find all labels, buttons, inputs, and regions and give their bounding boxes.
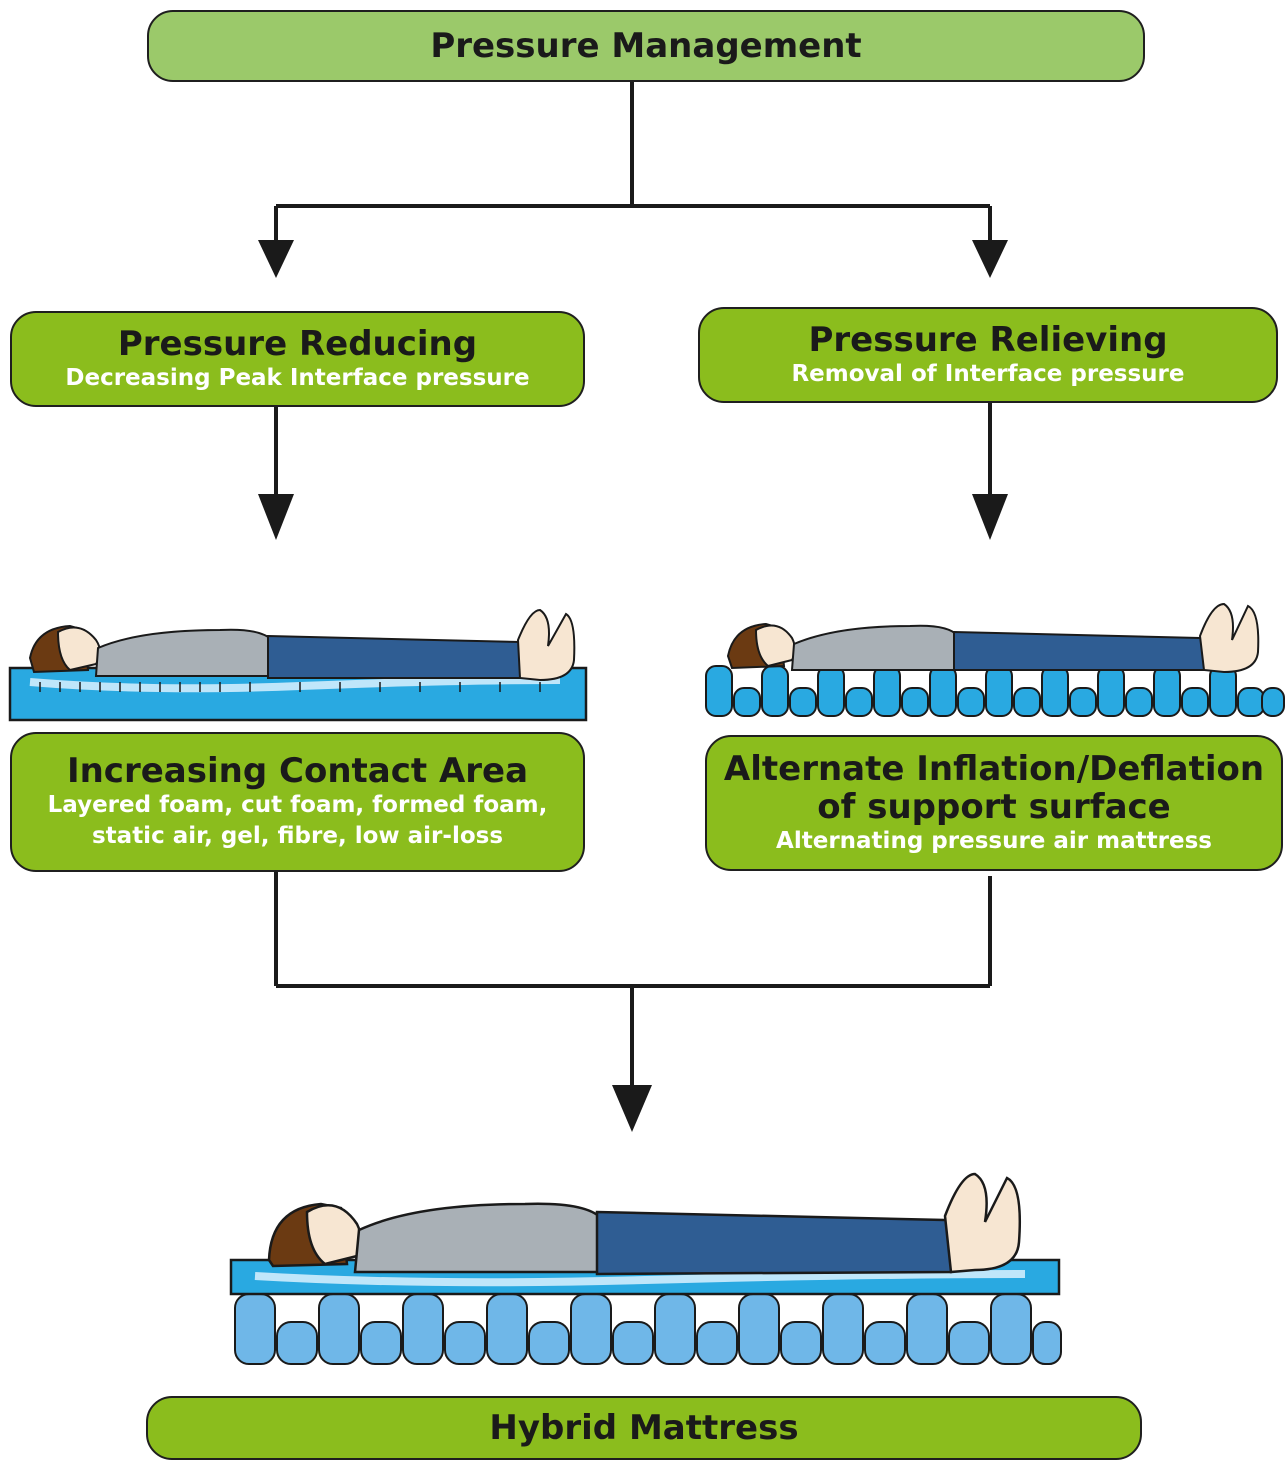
node-subtitle-line-2: static air, gel, fibre, low air-loss [91, 823, 504, 849]
arrow-head [972, 240, 1008, 278]
node-title: Pressure Relieving [808, 319, 1168, 360]
node-pressure-relieving: Pressure Relieving Removal of Interface … [698, 307, 1278, 403]
arrow-head [612, 1085, 652, 1132]
arrow-head [972, 494, 1008, 540]
person-on-hybrid-mattress-illustration [229, 1172, 1062, 1365]
node-subtitle: Decreasing Peak Interface pressure [65, 364, 530, 391]
arrow-head [258, 240, 294, 278]
person-on-alternating-air-mattress-illustration [705, 602, 1285, 717]
node-title: Pressure Reducing [117, 323, 478, 364]
node-subtitle: Alternating pressure air mattress [776, 827, 1212, 854]
node-title: Increasing Contact Area [66, 751, 529, 791]
node-title-line-1: Alternate Inflation/Deflation [723, 748, 1265, 789]
node-title: Hybrid Mattress [489, 1408, 799, 1448]
arrow-head [258, 494, 294, 540]
person-on-foam-mattress-illustration [8, 608, 588, 722]
node-alternate-inflation: Alternate Inflation/Deflation of support… [705, 735, 1283, 871]
node-subtitle-line-1: Layered foam, cut foam, formed foam, [47, 792, 548, 818]
node-title: Pressure Management [430, 26, 862, 66]
node-subtitle: Removal of Interface pressure [791, 360, 1185, 387]
node-pressure-reducing: Pressure Reducing Decreasing Peak Interf… [10, 311, 585, 407]
node-hybrid-mattress: Hybrid Mattress [146, 1396, 1142, 1460]
node-increasing-contact-area: Increasing Contact Area Layered foam, cu… [10, 732, 585, 872]
node-pressure-management: Pressure Management [147, 10, 1145, 82]
node-title-line-2: of support surface [817, 786, 1171, 827]
